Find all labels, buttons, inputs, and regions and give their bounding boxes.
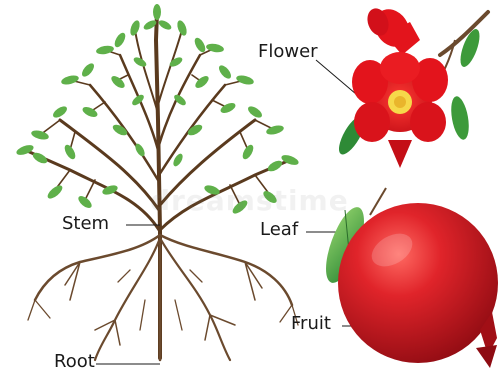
- watermark: dreamstime: [150, 184, 349, 217]
- flower-calyx: [388, 140, 412, 168]
- pomegranate-fruit: [338, 203, 498, 363]
- branch-leaf: [448, 95, 471, 141]
- leaf-label: Leaf: [260, 220, 298, 240]
- fruit-label: Fruit: [291, 314, 331, 334]
- flower: [352, 52, 448, 168]
- flower-bud: [364, 2, 420, 55]
- root-label: Root: [54, 352, 95, 372]
- flower-branch: [334, 2, 488, 168]
- stem-label: Stem: [62, 214, 109, 234]
- flower-leader-line: [316, 60, 356, 94]
- branch-leaf: [457, 27, 484, 69]
- flower-label: Flower: [258, 42, 318, 62]
- tree-roots: [28, 235, 298, 360]
